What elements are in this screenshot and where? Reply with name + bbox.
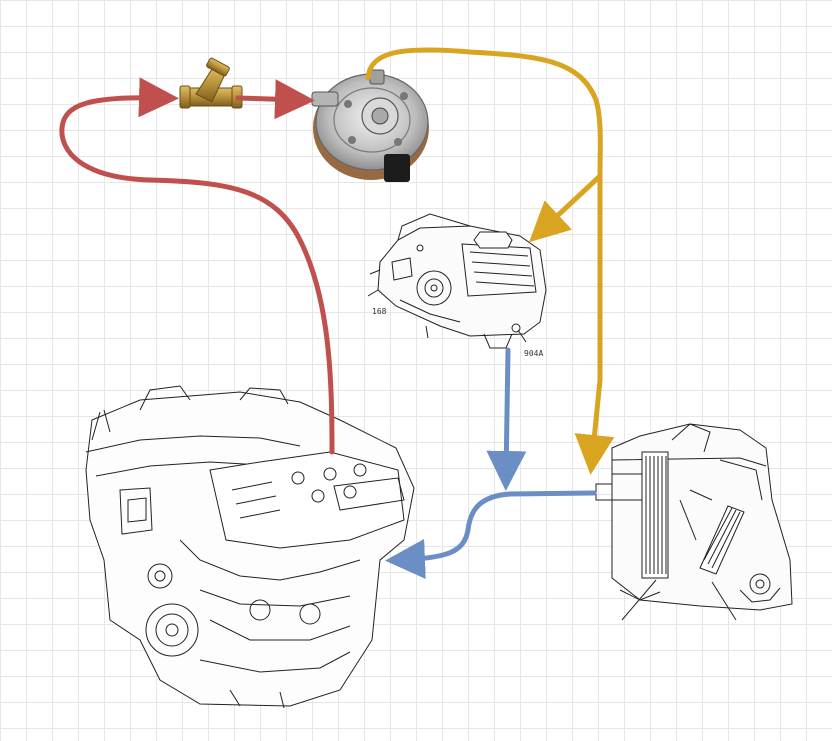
- heater-box-icon: [367, 213, 547, 349]
- flow-blue-heater-box-down: [486, 347, 527, 491]
- heater-core-assembly-icon: [595, 423, 793, 621]
- flow-red-engine-to-strainer: [59, 77, 335, 455]
- flow-yellow-reducer-out: [365, 47, 603, 179]
- flow-yellow-to-heater-core: [574, 173, 615, 475]
- flow-red-strainer-to-reducer: [235, 79, 315, 120]
- flow-yellow-to-heater-box: [529, 173, 603, 243]
- flow-blue-heater-core-to-engine: [385, 490, 597, 579]
- part-label-904a: 904A: [524, 349, 543, 358]
- y-strainer-icon: [179, 57, 243, 109]
- part-label-168: 168: [372, 307, 387, 316]
- gas-reducer-icon: [311, 69, 429, 182]
- engine-icon: [85, 385, 415, 709]
